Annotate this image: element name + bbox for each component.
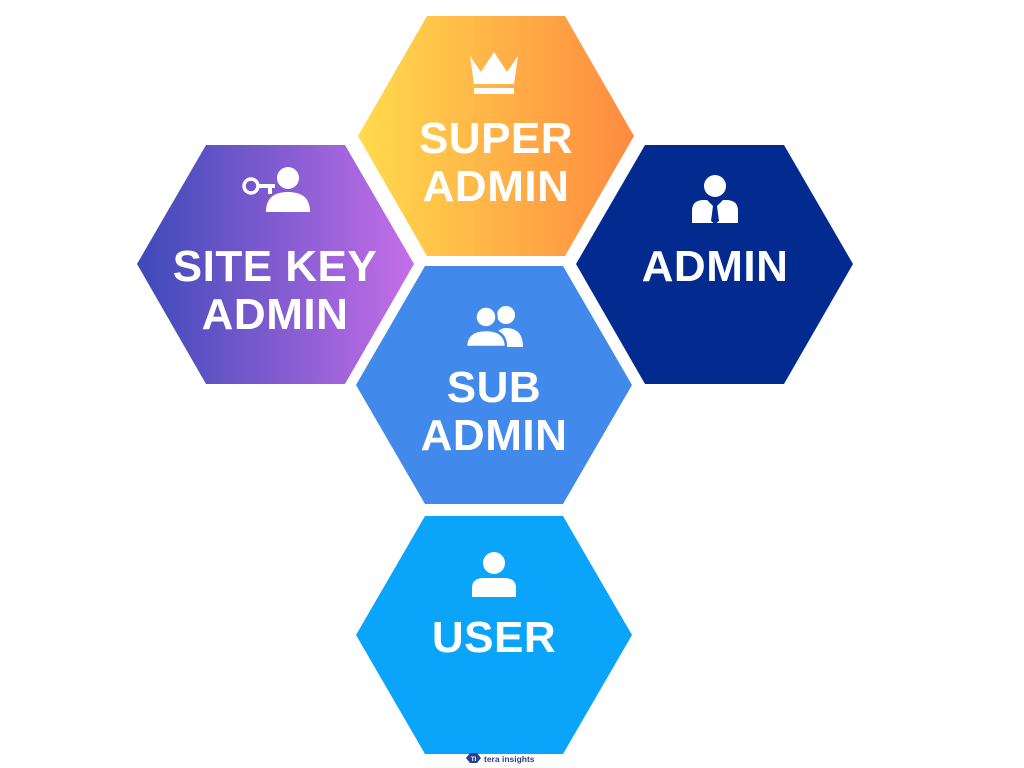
hex-site-key-admin-label-line1: SITE KEY (173, 242, 378, 291)
hex-super-admin-label-line2: ADMIN (423, 162, 570, 211)
hex-admin-label: ADMIN (642, 242, 789, 291)
businessman-icon (692, 175, 738, 224)
hex-site-key-admin: SITE KEY ADMIN (137, 145, 414, 384)
tera-insights-logo: TI (466, 753, 481, 763)
hex-site-key-admin-shape (137, 145, 414, 384)
hex-sub-admin: SUB ADMIN (356, 266, 632, 504)
hex-user: USER (356, 516, 632, 754)
hex-site-key-admin-label-line2: ADMIN (202, 290, 349, 339)
key-user-icon (242, 167, 310, 212)
hex-user-label: USER (432, 613, 556, 662)
hex-sub-admin-label-line1: SUB (447, 363, 541, 412)
brand-name: tera insights (484, 754, 535, 764)
hex-super-admin-shape (358, 16, 634, 256)
user-icon (472, 552, 516, 597)
hex-admin-shape (576, 145, 853, 384)
hex-sub-admin-label-line2: ADMIN (421, 411, 568, 460)
users-icon (464, 305, 523, 349)
hex-user-shape (356, 516, 632, 754)
hex-super-admin-label-line1: SUPER (419, 114, 573, 163)
hex-sub-admin-shape (356, 266, 632, 504)
brand-logo: TI tera insights (466, 753, 535, 764)
hex-admin: ADMIN (576, 145, 853, 384)
hex-super-admin: SUPER ADMIN (358, 16, 634, 256)
crown-icon (470, 52, 518, 94)
brand-mark: TI (471, 757, 477, 763)
